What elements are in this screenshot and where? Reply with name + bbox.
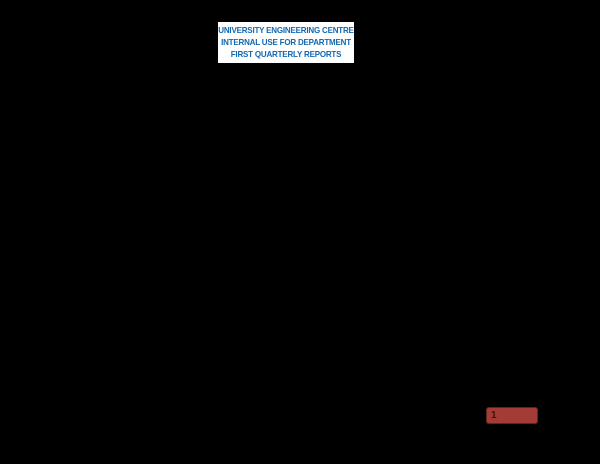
page-number-label: 1 xyxy=(491,410,497,421)
title-line-1: UNIVERSITY ENGINEERING CENTRE xyxy=(218,25,354,35)
title-block: UNIVERSITY ENGINEERING CENTRE INTERNAL U… xyxy=(218,22,354,63)
page-number-badge[interactable]: 1 xyxy=(486,407,538,424)
title-line-3: FIRST QUARTERLY REPORTS xyxy=(230,49,342,59)
title-line-2: INTERNAL USE FOR DEPARTMENT xyxy=(221,37,351,47)
